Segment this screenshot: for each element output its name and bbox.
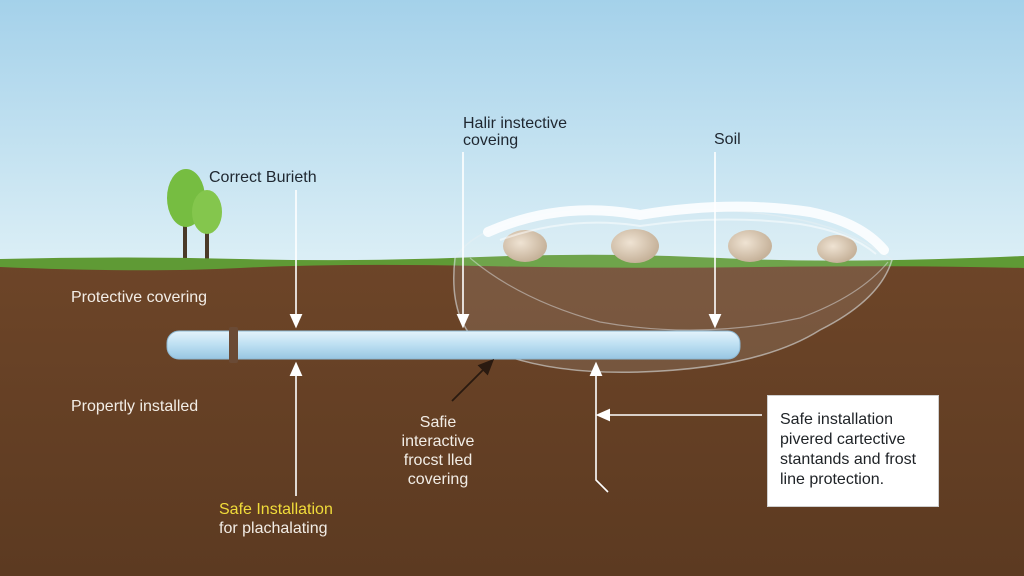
info-box-line: stantands and frost xyxy=(780,451,917,468)
label-protective-covering: Protective covering xyxy=(71,289,208,306)
label-correct-burieth: Correct Burieth xyxy=(209,169,317,186)
buried-pipe xyxy=(166,327,741,363)
arrow-info-up xyxy=(589,361,609,493)
arrow-frost-diagonal xyxy=(451,358,495,402)
info-box-line: Safe installation xyxy=(780,411,893,428)
label-safe-frost-line1: Safie xyxy=(419,414,457,431)
label-halir-line2: coveing xyxy=(463,132,519,149)
label-for-plachalating: for plachalating xyxy=(219,520,328,537)
label-safe-frost-line4: covering xyxy=(407,471,469,488)
label-safe-frost-line3: frocst lled xyxy=(403,452,473,469)
grass-strip xyxy=(0,254,1024,271)
label-safe-installation: Safe Installation xyxy=(219,501,333,518)
info-box: Safe installation pivered cartective sta… xyxy=(767,395,939,507)
info-box-line: pivered cartective xyxy=(780,431,906,448)
label-halir-line1: Halir instective xyxy=(463,115,568,132)
label-soil: Soil xyxy=(714,131,741,148)
label-safe-frost-line2: interactive xyxy=(401,433,475,450)
label-propertly-installed: Propertly installed xyxy=(71,398,199,415)
info-box-line: line protection. xyxy=(780,471,885,488)
tree-icon xyxy=(167,169,222,261)
